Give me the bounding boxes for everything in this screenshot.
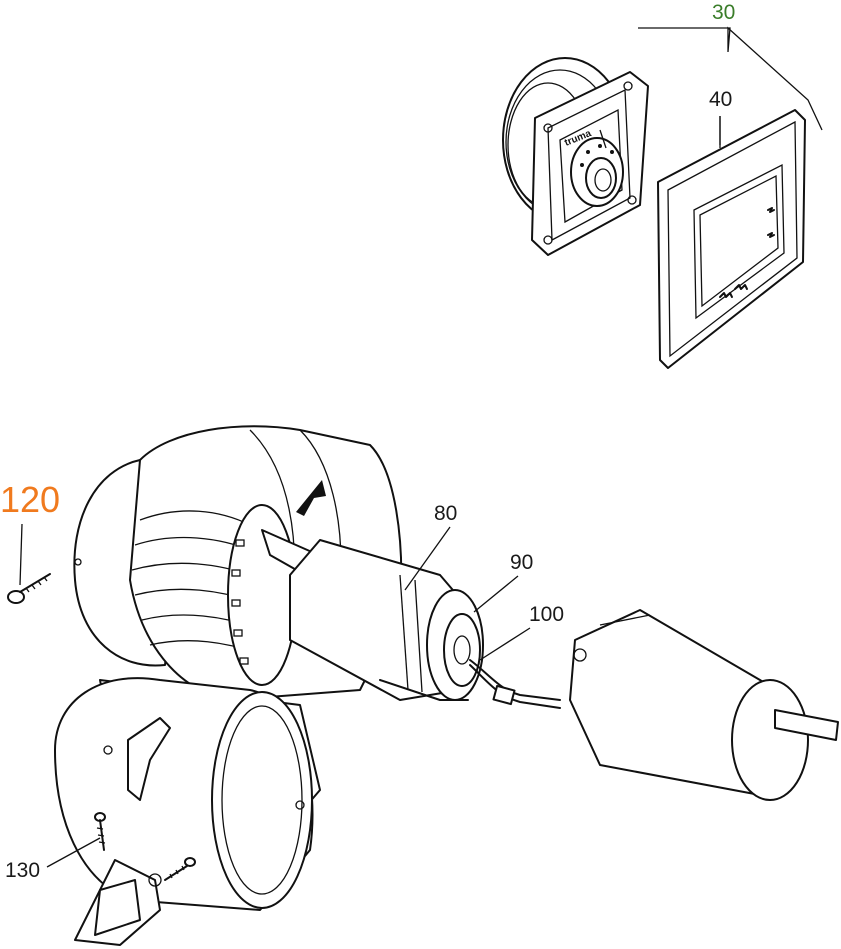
leader-lines: [19, 116, 721, 868]
screw-120-icon: [7, 573, 51, 604]
callout-90: 90: [510, 551, 534, 574]
screw-clamp-icon: [164, 857, 196, 881]
screw-130-icon: [94, 812, 106, 851]
control-panel: truma: [502, 57, 649, 256]
motor: [289, 539, 484, 701]
cover-frame: [657, 109, 806, 369]
callout-40: 40: [709, 88, 733, 111]
air-outlet: [54, 677, 314, 946]
callout-130: 130: [5, 859, 41, 882]
callout-100: 100: [529, 603, 565, 626]
callout-80: 80: [434, 502, 458, 525]
callout-120: 120: [0, 479, 61, 520]
callout-30: 30: [712, 1, 736, 24]
wire-connector: [379, 659, 561, 709]
end-cover: [569, 609, 839, 801]
